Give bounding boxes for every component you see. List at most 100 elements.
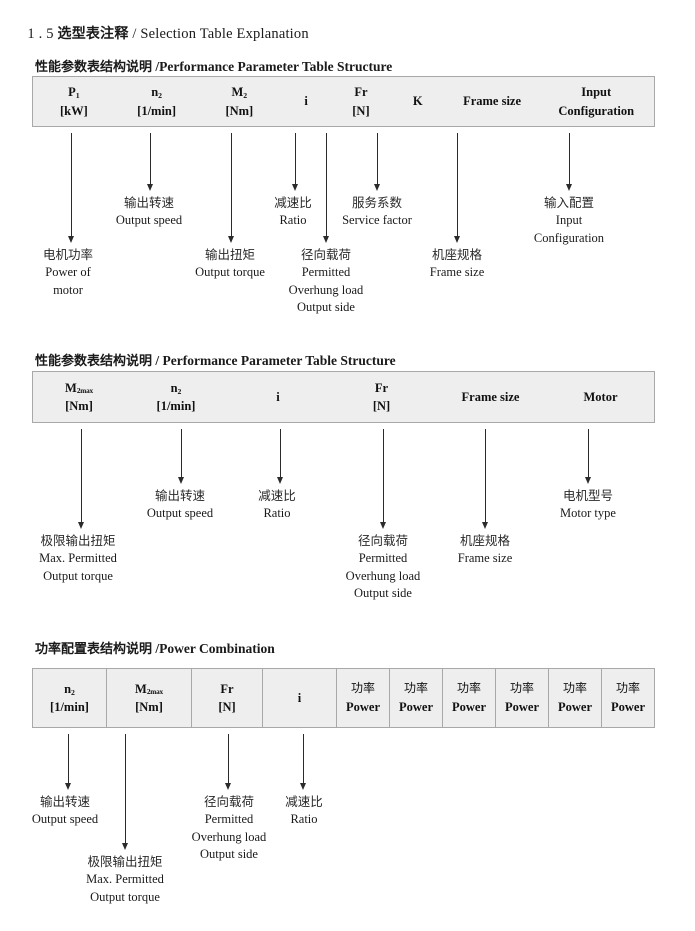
col-label-power-cn: 功率 xyxy=(562,681,587,696)
arrow-input-configuration xyxy=(565,133,574,191)
annotation-ratio: 减速比 Ratio xyxy=(247,194,339,230)
col-header-frame-size: Frame size xyxy=(446,77,539,126)
annotation-en-2: Output torque xyxy=(90,889,160,904)
col-label-input: Input xyxy=(581,85,612,100)
col-symbol-i: i xyxy=(304,94,308,109)
arrow-power-of-motor xyxy=(67,133,76,243)
annotation-power-of-motor: 电机功率 Power of motor xyxy=(17,246,119,299)
annotation-cn: 电机型号 xyxy=(562,488,613,503)
annotation-en-1: Permitted xyxy=(358,550,408,565)
section-heading-en: Performance Parameter Table Structure xyxy=(162,353,396,368)
annotation-cn: 输出转速 xyxy=(39,794,90,809)
annotation-en-2: Configuration xyxy=(533,230,605,245)
section-heading-cn: 性能参数表结构说明 xyxy=(35,60,153,75)
col-header-fr: Fr [N] xyxy=(329,372,434,422)
annotation-cn: 径向载荷 xyxy=(203,794,254,809)
col-symbol-k: K xyxy=(412,94,423,109)
col-subscript-n2: 2 xyxy=(71,687,75,697)
annotation-cn: 输出转速 xyxy=(123,195,174,210)
annotation-motor-type: 电机型号 Motor type xyxy=(535,487,641,523)
col-unit-n2: [1/min] xyxy=(50,700,89,714)
arrow-overhung-load xyxy=(379,429,388,529)
col-header-power-3: 功率 Power xyxy=(442,669,495,727)
annotation-overhung-load: 径向载荷 Permitted Overhung load Output side xyxy=(270,246,382,317)
arrow-service-factor xyxy=(373,133,382,191)
annotation-en-3: Output side xyxy=(200,847,258,862)
col-unit-m2: [Nm] xyxy=(225,103,254,118)
col-header-i: i xyxy=(280,77,332,126)
col-header-n2: n2 [1/min] xyxy=(125,372,227,422)
col-label-power-en: Power xyxy=(610,699,645,714)
arrow-ratio xyxy=(299,734,308,790)
col-unit-fr: [N] xyxy=(218,700,236,714)
annotation-en-2: motor xyxy=(53,282,83,297)
annotation-en-1: Input xyxy=(555,212,583,227)
col-subscript-n2: 2 xyxy=(158,91,163,101)
col-header-power-6: 功率 Power xyxy=(601,669,654,727)
col-symbol-i: i xyxy=(276,389,280,404)
col-unit-fr: [N] xyxy=(372,399,391,413)
col-label-power-cn: 功率 xyxy=(615,681,640,696)
annotation-max-output-torque: 极限输出扭矩 Max. Permitted Output torque xyxy=(22,532,134,585)
col-label-power-en: Power xyxy=(398,699,433,714)
annotation-en-2: Overhung load xyxy=(345,568,421,583)
section-heading-separator: / xyxy=(152,59,160,74)
arrow-max-output-torque xyxy=(121,734,130,850)
col-unit-m2max: [Nm] xyxy=(135,700,163,714)
col-header-m2: M2 [Nm] xyxy=(198,77,280,126)
annotation-en-1: Permitted xyxy=(301,264,351,279)
performance-parameter-table-2: M2max [Nm] n2 [1/min] i Fr [N] Frame siz… xyxy=(32,371,655,423)
col-header-m2max: M2max [Nm] xyxy=(33,372,125,422)
col-label-power-cn: 功率 xyxy=(403,681,428,696)
col-label-power-en: Power xyxy=(557,699,592,714)
col-symbol-i: i xyxy=(297,690,302,705)
arrow-output-torque xyxy=(227,133,236,243)
col-unit-m2max: [Nm] xyxy=(65,399,93,413)
annotation-en-1: Service factor xyxy=(342,212,412,227)
arrow-output-speed xyxy=(64,734,73,790)
col-label-power-en: Power xyxy=(345,699,380,714)
col-header-power-5: 功率 Power xyxy=(548,669,601,727)
annotation-en-1: Max. Permitted xyxy=(39,550,117,565)
annotation-cn: 机座规格 xyxy=(431,247,482,262)
col-symbol-fr: Fr xyxy=(354,85,368,100)
section-heading-cn: 性能参数表结构说明 xyxy=(35,354,153,369)
annotation-ratio: 减速比 Ratio xyxy=(236,487,318,523)
col-header-power-2: 功率 Power xyxy=(389,669,442,727)
annotation-output-torque: 输出扭矩 Output torque xyxy=(177,246,283,282)
section-heading-en: Power Combination xyxy=(159,641,275,656)
annotation-en-1: Output speed xyxy=(146,505,214,520)
annotation-en-1: Frame size xyxy=(429,264,485,279)
annotation-frame-size: 机座规格 Frame size xyxy=(404,246,510,282)
annotation-en-1: Frame size xyxy=(457,550,513,565)
col-symbol-fr: Fr xyxy=(374,380,389,395)
arrow-frame-size xyxy=(453,133,462,243)
annotation-en-1: Max. Permitted xyxy=(86,871,164,886)
annotation-en-3: Output side xyxy=(297,300,355,315)
arrow-frame-size xyxy=(481,429,490,529)
arrow-ratio xyxy=(291,133,300,191)
annotation-cn: 机座规格 xyxy=(459,533,510,548)
col-header-p1: P1 [kW] xyxy=(33,77,115,126)
annotation-cn: 极限输出扭矩 xyxy=(87,854,163,869)
annotation-output-speed: 输出转速 Output speed xyxy=(129,487,231,523)
col-label-power-cn: 功率 xyxy=(509,681,534,696)
col-header-power-1: 功率 Power xyxy=(336,669,389,727)
annotation-en-1: Output torque xyxy=(195,264,265,279)
arrow-output-speed xyxy=(146,133,155,191)
col-label-configuration: Configuration xyxy=(558,103,635,118)
arrow-max-output-torque xyxy=(77,429,86,529)
annotation-cn: 输入配置 xyxy=(543,195,594,210)
col-symbol-n2: n xyxy=(64,681,72,696)
col-header-frame-size: Frame size xyxy=(434,372,547,422)
annotation-cn: 电机功率 xyxy=(42,247,93,262)
col-subscript-n2: 2 xyxy=(177,386,182,396)
annotation-overhung-load: 径向载荷 Permitted Overhung load Output side xyxy=(327,532,439,603)
annotation-cn: 减速比 xyxy=(258,488,296,503)
col-header-fr: Fr [N] xyxy=(332,77,390,126)
annotation-cn: 径向载荷 xyxy=(300,247,351,262)
col-symbol-m2max: M xyxy=(65,380,77,395)
col-symbol-n2: n xyxy=(151,85,159,100)
col-header-fr: Fr [N] xyxy=(191,669,262,727)
col-unit-n2: [1/min] xyxy=(156,399,196,413)
